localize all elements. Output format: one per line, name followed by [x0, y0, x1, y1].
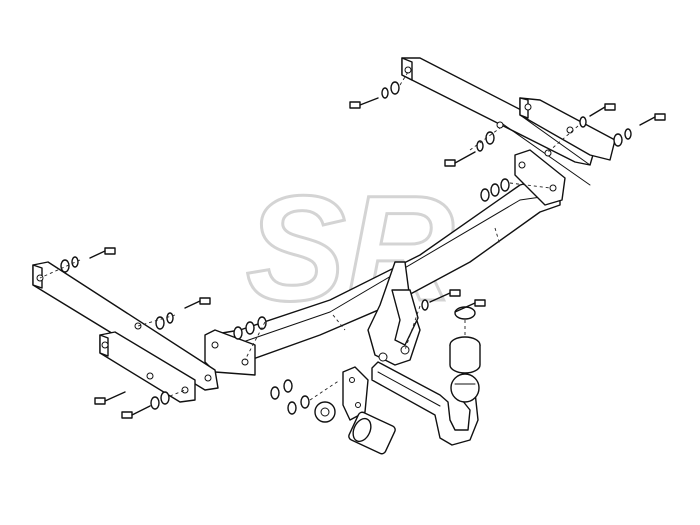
electrical-socket [314, 401, 396, 455]
right-side-bracket [401, 57, 616, 186]
assembly-guides [39, 71, 579, 401]
washers-and-nuts [60, 81, 632, 415]
left-side-bracket [32, 261, 219, 403]
mounting-plate [367, 261, 421, 366]
main-crossbar [204, 149, 566, 376]
tow-ball [450, 373, 480, 403]
tow-ball-cover [449, 306, 481, 374]
bolts [89, 97, 666, 419]
socket-plate [342, 366, 369, 421]
